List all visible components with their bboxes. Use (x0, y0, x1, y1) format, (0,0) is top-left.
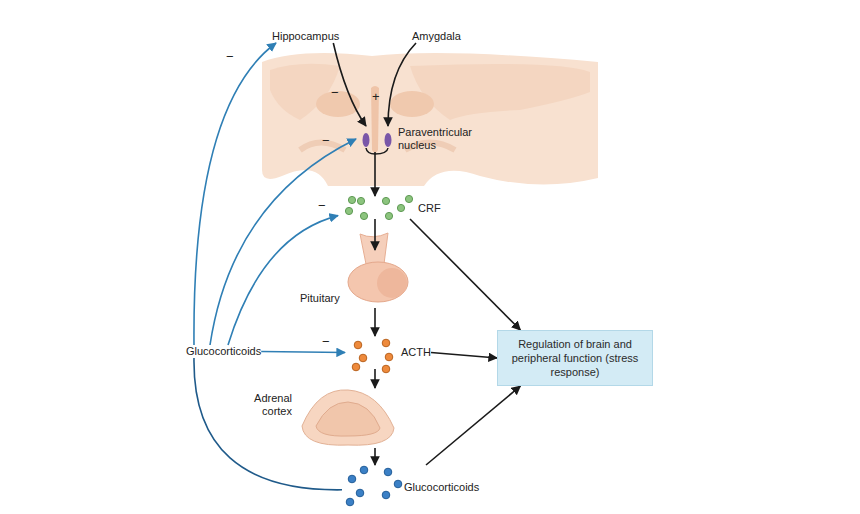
sign-label: − (318, 199, 326, 212)
pathway-arrow (333, 43, 366, 126)
label-text: Paraventricular nucleus (398, 126, 486, 152)
label-text: ACTH (401, 346, 431, 359)
feedback-arrow (228, 216, 338, 345)
label-text: Glucocorticoids (186, 345, 261, 358)
region-label: Amygdala (412, 30, 461, 43)
organ-label: Adrenal cortex (246, 388, 393, 448)
label-text: Regulation of brain and peripheral funct… (503, 337, 647, 379)
nucleus-label: Paraventricular nucleus (356, 126, 486, 152)
hormone-label: Glucocorticoids (186, 345, 261, 358)
label-text: Glucocorticoids (404, 481, 479, 494)
sign-label: + (372, 90, 380, 103)
pvn-cell (363, 133, 370, 147)
pathway-arrow (426, 386, 520, 465)
third-ventricle (371, 86, 379, 153)
label-text: CRF (418, 202, 441, 215)
ventricle (390, 91, 434, 117)
feedback-arrow (261, 352, 345, 353)
hormone-label: CRF (338, 196, 441, 219)
feedback-arrow (210, 139, 356, 345)
label-text: Adrenal cortex (246, 392, 292, 418)
pvn-cell (385, 133, 392, 147)
hormone-label: Glucocorticoids (342, 465, 479, 498)
feedback-arrow (194, 358, 342, 490)
sign-label: − (226, 50, 234, 63)
sign-label: − (322, 335, 330, 348)
organ-label: Pituitary (300, 250, 415, 308)
pathway-arrow (410, 219, 520, 330)
brain-lobe (410, 64, 590, 120)
pathway-arrow (374, 448, 376, 465)
adrenal-medulla (316, 402, 380, 436)
pituitary-gland (348, 262, 408, 302)
label-text: Pituitary (300, 292, 415, 305)
adrenal-gland (302, 390, 394, 445)
label-text: Hippocampus (272, 30, 339, 43)
feedback-arrow (194, 43, 276, 345)
acth-dots (352, 339, 393, 373)
sign-label: − (331, 86, 339, 99)
sign-label: − (322, 134, 330, 147)
pvn-merge (366, 148, 388, 154)
pituitary-stalk (360, 233, 388, 264)
hormone-label: ACTH (345, 336, 431, 369)
output-box: Regulation of brain and peripheral funct… (497, 330, 653, 386)
pathway-arrow (374, 219, 376, 250)
region-label: Hippocampus (272, 30, 339, 43)
pathway-arrow (374, 152, 376, 196)
crf-dots (345, 195, 412, 219)
pituitary-lobe (377, 268, 407, 298)
pathway-arrow (388, 43, 416, 126)
label-text: Amygdala (412, 30, 461, 43)
pathway-arrow (431, 353, 497, 359)
pathway-arrow (374, 369, 376, 388)
glucocorticoid-dots (346, 466, 402, 506)
pathway-arrow (374, 308, 376, 336)
